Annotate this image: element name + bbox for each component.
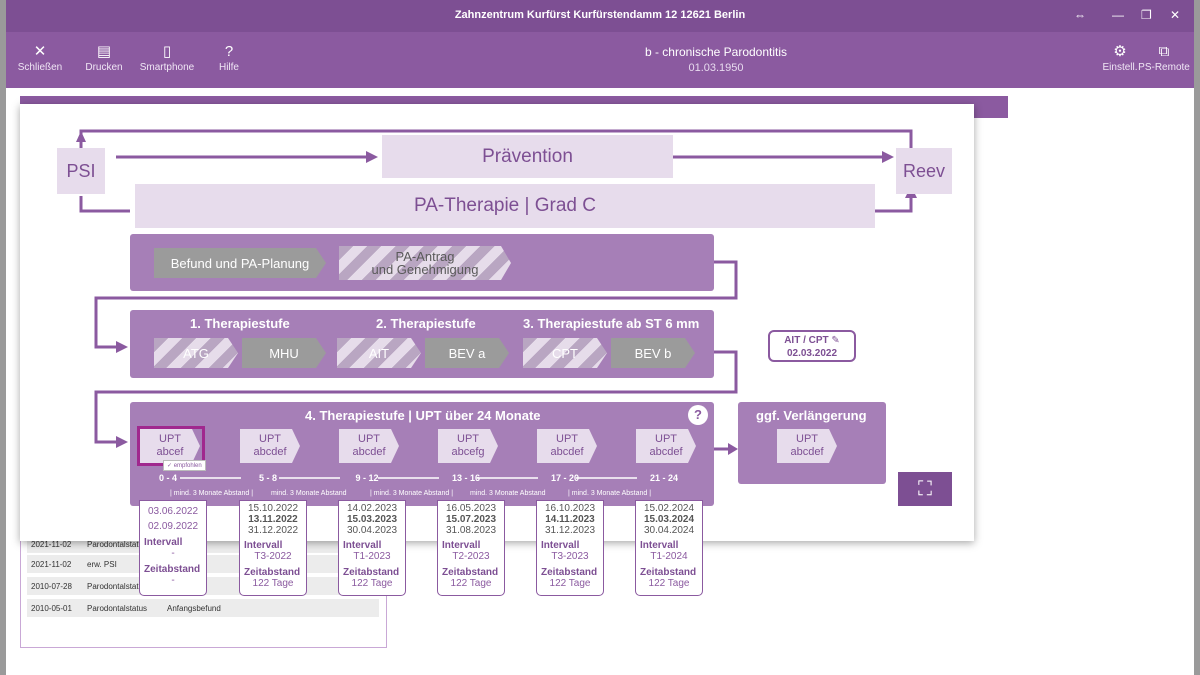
upt-date-card-3[interactable]: 14.02.2023 15.03.2023 30.04.2023 Interva… (338, 500, 406, 596)
close-button[interactable]: ✕ Schließen (8, 42, 72, 73)
range-label: 9 - 12 (355, 473, 379, 483)
fullscreen-icon[interactable]: ⛶ (898, 472, 952, 506)
upt-date-card-5[interactable]: 16.10.2023 14.11.2023 31.12.2023 Interva… (536, 500, 604, 596)
help-circle-icon[interactable]: ? (688, 405, 708, 425)
stage3-title: 3. Therapiestufe ab ST 6 mm (523, 316, 700, 331)
befund-step[interactable]: Befund und PA-Planung (154, 248, 326, 278)
gap-label: mind. 3 Monate Abstand (470, 490, 546, 497)
printer-icon: ▤ (96, 43, 112, 60)
stage1-title: 1. Therapiestufe (190, 316, 290, 331)
gap-label: | mind. 3 Monate Abstand | (568, 490, 652, 497)
title-bar: Zahnzentrum Kurfürst Kurfürstendamm 12 1… (6, 0, 1194, 32)
table-row[interactable]: 2010-05-01 Parodontalstatus Anfangsbefun… (27, 599, 379, 617)
smartphone-button[interactable]: ▯ Smartphone (135, 42, 199, 73)
restore-icon[interactable]: ❐ (1141, 8, 1152, 22)
ait-step[interactable]: AIT (337, 338, 421, 368)
atg-step[interactable]: ATG (154, 338, 238, 368)
therapy-box[interactable]: PA-Therapie | Grad C (135, 184, 875, 228)
upt-date-card-2[interactable]: 15.10.2022 13.11.2022 31.12.2022 Interva… (239, 500, 307, 596)
pencil-icon[interactable]: ✎ (831, 335, 840, 346)
upt-band (130, 402, 714, 506)
help-button[interactable]: ? Hilfe (197, 42, 261, 73)
toolbar: ✕ Schließen ▤ Drucken ▯ Smartphone ? Hil… (6, 32, 1194, 88)
gear-icon: ⚙ (1113, 43, 1127, 60)
range-label: 5 - 8 (258, 473, 277, 483)
timeline-line (180, 477, 637, 479)
help-icon: ? (224, 43, 234, 60)
therapy-flow-dialog: PSI Prävention Reev PA-Therapie | Grad C… (20, 104, 974, 541)
stage4-title: 4. Therapiestufe | UPT über 24 Monate (305, 408, 541, 423)
gap-label: mind. 3 Monate Abstand (271, 490, 347, 497)
range-label: 21 - 24 (649, 473, 679, 483)
remote-button[interactable]: ⧉ PS-Remote (1132, 42, 1194, 73)
cpt-step[interactable]: CPT (523, 338, 607, 368)
extension-title: ggf. Verlängerung (756, 408, 867, 423)
window-title: Zahnzentrum Kurfürst Kurfürstendamm 12 1… (454, 9, 746, 21)
app-window: Zahnzentrum Kurfürst Kurfürstendamm 12 1… (6, 0, 1194, 675)
smartphone-icon: ▯ (162, 43, 172, 60)
print-button[interactable]: ▤ Drucken (72, 42, 136, 73)
remote-icon: ⧉ (1158, 43, 1170, 60)
bev-a-step[interactable]: BEV a (425, 338, 509, 368)
diagnosis: b - chronische Parodontitis (644, 45, 788, 59)
range-label: 13 - 16 (451, 473, 481, 483)
psi-box[interactable]: PSI (57, 148, 105, 194)
bev-b-step[interactable]: BEV b (611, 338, 695, 368)
birth-date: 01.03.1950 (688, 62, 744, 74)
close-icon: ✕ (33, 43, 47, 60)
upt-date-card-1[interactable]: 03.06.2022 02.09.2022 Intervall - Zeitab… (139, 500, 207, 596)
upt-date-card-4[interactable]: 16.05.2023 15.07.2023 31.08.2023 Interva… (437, 500, 505, 596)
gap-label: | mind. 3 Monate Abstand | (170, 490, 254, 497)
gap-label: | mind. 3 Monate Abstand | (370, 490, 454, 497)
close-window-icon[interactable]: ✕ (1170, 8, 1181, 22)
prevention-box[interactable]: Prävention (382, 135, 673, 178)
recommended-badge: ✓ empfohlen (163, 460, 206, 471)
ait-cpt-date-box[interactable]: AIT / CPT ✎ 02.03.2022 (768, 330, 856, 362)
minimize-icon[interactable]: — (1112, 8, 1124, 22)
reev-box[interactable]: Reev (896, 148, 952, 194)
upt-date-card-6[interactable]: 15.02.2024 15.03.2024 30.04.2024 Interva… (635, 500, 703, 596)
antrag-step[interactable]: PA-Antrag und Genehmigung (339, 246, 511, 280)
patient-info: b - chronische Parodontitis 01.03.1950 (566, 45, 866, 74)
flow-arrows (76, 129, 917, 455)
range-label: 17 - 20 (550, 473, 580, 483)
range-label: 0 - 4 (158, 473, 177, 483)
settings-button[interactable]: ⚙ Einstell. (1088, 42, 1152, 73)
pin-icon[interactable]: ⇔ (1074, 8, 1086, 22)
mhu-step[interactable]: MHU (242, 338, 326, 368)
stage2-title: 2. Therapiestufe (376, 316, 476, 331)
